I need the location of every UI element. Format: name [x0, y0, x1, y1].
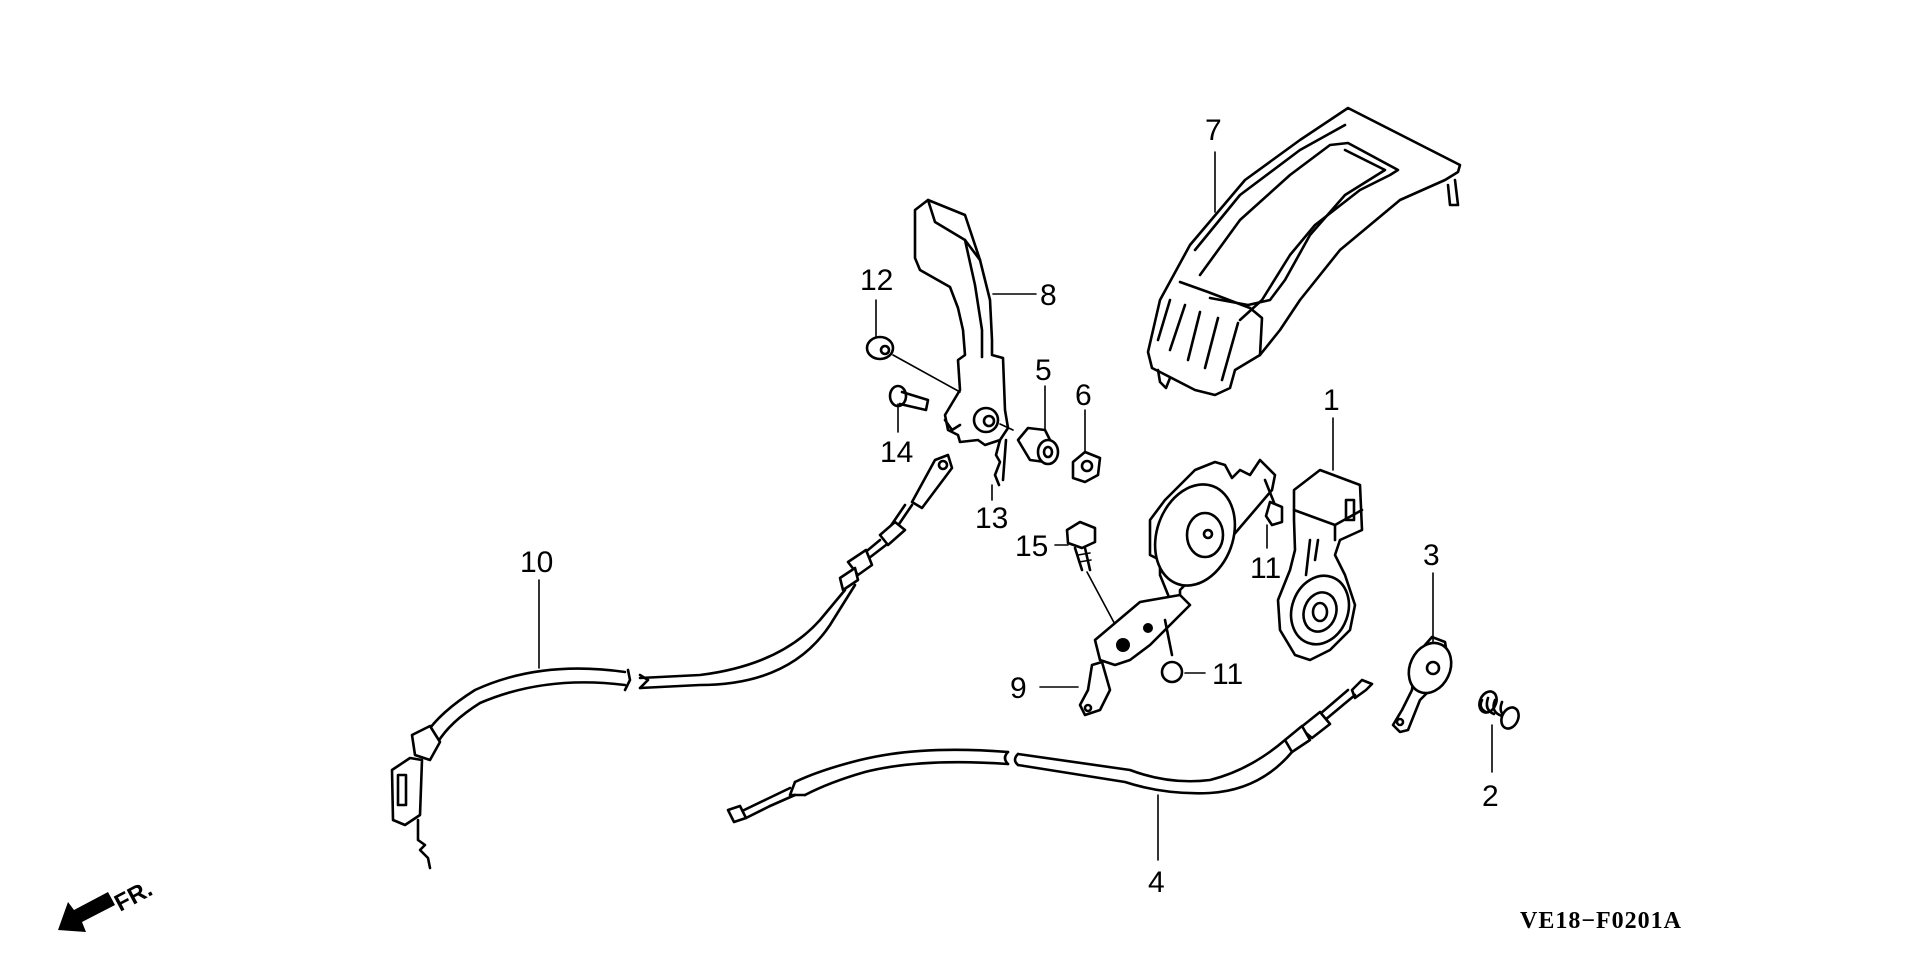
fr-direction-indicator: FR.: [58, 875, 157, 932]
part-8-lever[interactable]: [913, 198, 1010, 447]
figure-code: VE18−F0201A: [1520, 908, 1682, 934]
arrow-down-left-icon: [58, 892, 115, 932]
part-3-plate[interactable]: [1391, 635, 1459, 734]
part-4-cable[interactable]: [726, 678, 1374, 824]
callout-6: 6: [1075, 379, 1092, 412]
callout-3: 3: [1423, 539, 1440, 572]
callout-2: 2: [1482, 780, 1499, 813]
part-9-bracket[interactable]: [1078, 458, 1277, 717]
part-7-cover[interactable]: [1146, 106, 1462, 397]
fr-label: FR.: [110, 875, 157, 917]
part-2-spring[interactable]: [1476, 689, 1522, 732]
part-10-cable[interactable]: [390, 453, 954, 870]
callout-12: 12: [860, 264, 893, 297]
part-1-control-lever[interactable]: [1276, 468, 1364, 662]
callout-9: 9: [1010, 672, 1027, 705]
callout-7: 7: [1205, 114, 1222, 147]
part-11-screw-upper[interactable]: [1263, 478, 1284, 527]
part-11-screw-lower[interactable]: [1160, 618, 1184, 684]
part-12-nut[interactable]: [865, 335, 895, 361]
callout-4: 4: [1148, 866, 1165, 899]
callout-15: 15: [1015, 530, 1048, 563]
callout-13: 13: [975, 502, 1008, 535]
callout-11-upper: 11: [1250, 552, 1281, 585]
part-13-clip[interactable]: [993, 438, 1008, 487]
callout-11-lower: 11: [1212, 658, 1243, 691]
part-15-bolt[interactable]: [1065, 520, 1097, 572]
callout-8: 8: [1040, 279, 1057, 312]
callout-5: 5: [1035, 354, 1052, 387]
callout-1: 1: [1323, 384, 1340, 417]
part-5-collar[interactable]: [1016, 426, 1060, 466]
callout-10: 10: [520, 546, 553, 579]
part-14-bolt[interactable]: [888, 384, 930, 412]
part-6-nut[interactable]: [1071, 450, 1102, 484]
callout-14: 14: [880, 436, 913, 469]
